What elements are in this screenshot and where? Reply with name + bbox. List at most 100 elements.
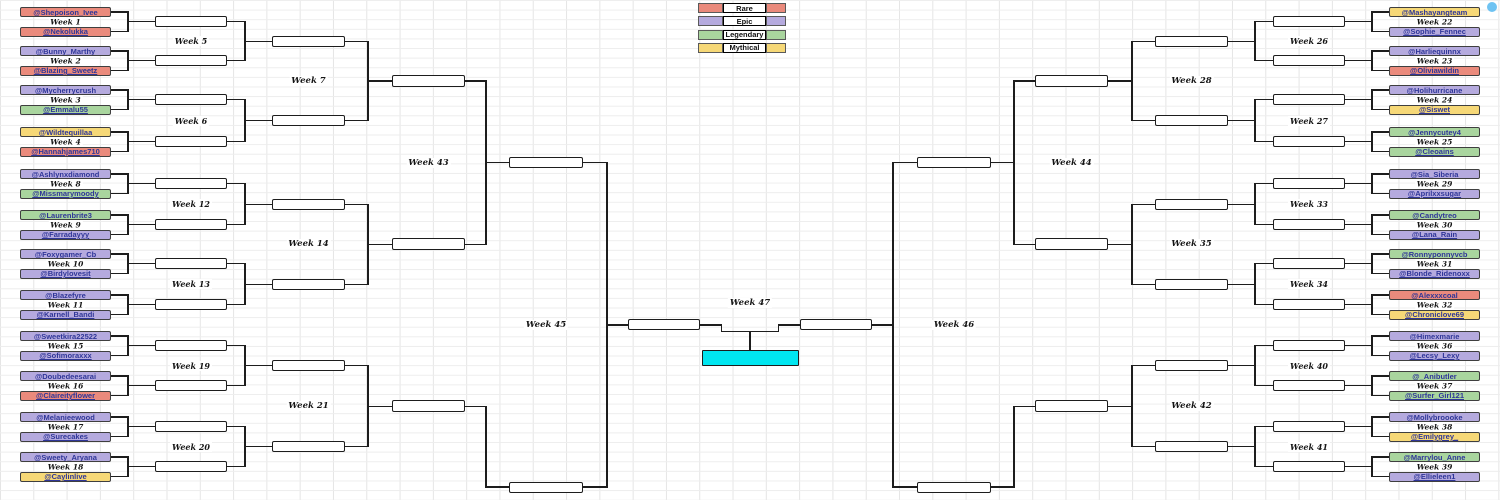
legend-color-left-legendary <box>698 29 723 40</box>
player-chip[interactable]: @_Anibutler <box>1389 371 1480 381</box>
player-chip[interactable]: @Oliviawildin <box>1389 65 1480 76</box>
player-chip[interactable]: @Mollybroooke <box>1389 412 1480 422</box>
player-chip[interactable]: @Sofimoraxxx <box>20 350 111 361</box>
legend-color-right-rare <box>766 3 786 13</box>
connector-line <box>1255 466 1273 468</box>
player-chip[interactable]: @Birdylovesit <box>20 268 111 279</box>
week-label: Week 15 <box>45 341 86 351</box>
connector-line <box>1372 30 1389 33</box>
player-chip[interactable]: @Farradayyy <box>20 229 111 240</box>
connector-line <box>778 324 800 326</box>
connector-line <box>1132 446 1155 448</box>
connector-line <box>1255 385 1273 387</box>
week-label: Week 35 <box>1169 239 1214 250</box>
connector-line <box>227 141 245 143</box>
connector-line <box>607 324 628 326</box>
match-winner-box <box>155 258 227 270</box>
connector-line <box>1132 365 1155 367</box>
week-label: Week 22 <box>1414 17 1455 27</box>
player-chip[interactable]: @Cleoains <box>1389 146 1480 157</box>
match-winner-box <box>917 481 991 493</box>
player-chip[interactable]: @Ellieleen1 <box>1389 471 1480 482</box>
connector-line <box>1372 394 1389 397</box>
week-label: Week 46 <box>931 319 977 330</box>
player-chip[interactable]: @Blazefyre <box>20 290 111 300</box>
match-winner-box <box>272 360 345 372</box>
player-chip[interactable]: @Mycherrycrush <box>20 85 111 95</box>
connector-line <box>245 120 272 122</box>
match-winner-box <box>1273 136 1345 148</box>
player-chip[interactable]: @Jennycutey4 <box>1389 127 1480 137</box>
player-chip[interactable]: @Laurenbrite3 <box>20 210 111 220</box>
connector-line <box>1108 243 1132 245</box>
week-label: Week 36 <box>1414 341 1455 351</box>
match-winner-box <box>392 400 465 413</box>
connector-line <box>1345 183 1372 185</box>
legend-color-left-epic <box>698 16 723 27</box>
player-chip[interactable]: @Candytreo <box>1389 210 1480 220</box>
connector-line <box>583 486 607 488</box>
player-chip[interactable]: @Lana_Rain <box>1389 229 1480 240</box>
connector-line <box>893 486 917 488</box>
player-chip[interactable]: @Harliequinnx <box>1389 46 1480 56</box>
connector-line <box>1345 426 1372 428</box>
player-chip[interactable]: @Blonde_Ridenoxx <box>1389 268 1480 279</box>
player-chip[interactable]: @Karnell_Bandi <box>20 309 111 320</box>
player-chip[interactable]: @Shepoison_Ivee <box>20 7 111 17</box>
player-chip[interactable]: @Emilygrey_ <box>1389 431 1480 442</box>
player-chip[interactable]: @Sophie_Fennec <box>1389 26 1480 37</box>
connector-line <box>227 345 245 347</box>
player-chip[interactable]: @Bunny_Marthy <box>20 46 111 56</box>
player-chip[interactable]: @Himexmarie <box>1389 331 1480 341</box>
connector-line <box>485 405 487 488</box>
blue-dot-icon <box>1487 2 1497 12</box>
connector-line <box>1014 243 1035 245</box>
player-chip[interactable]: @Surfer_Girl121 <box>1389 390 1480 401</box>
connector-line <box>1372 192 1389 195</box>
connector-line <box>1255 224 1273 226</box>
player-chip[interactable]: @Alexxxcoal <box>1389 290 1480 300</box>
connector-line <box>128 426 155 428</box>
player-chip[interactable]: @Claireityflower <box>20 390 111 401</box>
connector-line <box>1371 173 1373 195</box>
player-chip[interactable]: @Marrylou_Anne <box>1389 452 1480 462</box>
player-chip[interactable]: @Blazing_Sweetz <box>20 65 111 76</box>
connector-line <box>128 21 155 23</box>
player-chip[interactable]: @Sweety_Aryana <box>20 452 111 462</box>
connector-line <box>1345 263 1372 265</box>
player-chip[interactable]: @Ronnyponnyvcb <box>1389 249 1480 259</box>
player-chip[interactable]: @Wildtequillaa <box>20 127 111 137</box>
player-chip[interactable]: @Surecakes <box>20 431 111 442</box>
player-chip[interactable]: @Hannahjames710 <box>20 146 111 157</box>
legend-tier-label: Epic <box>723 16 766 27</box>
week-label: Week 38 <box>1414 422 1455 432</box>
connector-line <box>1131 365 1133 448</box>
player-chip[interactable]: @Melanieewood <box>20 412 111 422</box>
player-chip[interactable]: @Caylinlive <box>20 471 111 482</box>
player-chip[interactable]: @Chroniclove69 <box>1389 309 1480 320</box>
week-label: Week 32 <box>1414 300 1455 310</box>
player-chip[interactable]: @Ashlynxdiamond <box>20 169 111 179</box>
connector-line <box>111 150 128 153</box>
connector-line <box>1345 21 1372 23</box>
week-label: Week 6 <box>172 115 210 126</box>
player-chip[interactable]: @Missmarymoody <box>20 188 111 199</box>
connector-line <box>1372 11 1389 13</box>
player-chip[interactable]: @Mashayangteam <box>1389 7 1480 17</box>
connector-line <box>227 263 245 265</box>
player-chip[interactable]: @Aprilxxsugar <box>1389 188 1480 199</box>
connector-line <box>227 304 245 306</box>
player-chip[interactable]: @Emmalu55 <box>20 104 111 115</box>
player-chip[interactable]: @Nekolukka <box>20 26 111 37</box>
player-chip[interactable]: @Sweetkira22522 <box>20 331 111 341</box>
connector-line <box>1254 183 1256 226</box>
connector-line <box>1372 233 1389 236</box>
player-chip[interactable]: @Sia_Siberia <box>1389 169 1480 179</box>
player-chip[interactable]: @Holihurricane <box>1389 85 1480 95</box>
player-chip[interactable]: @Doubedeesarai <box>20 371 111 381</box>
week-label: Week 7 <box>289 76 328 86</box>
player-chip[interactable]: @Lecsy_Lexy <box>1389 350 1480 361</box>
connector-line <box>1255 99 1273 101</box>
player-chip[interactable]: @Foxygamer_Cb <box>20 249 111 259</box>
player-chip[interactable]: @Siswet <box>1389 104 1480 115</box>
